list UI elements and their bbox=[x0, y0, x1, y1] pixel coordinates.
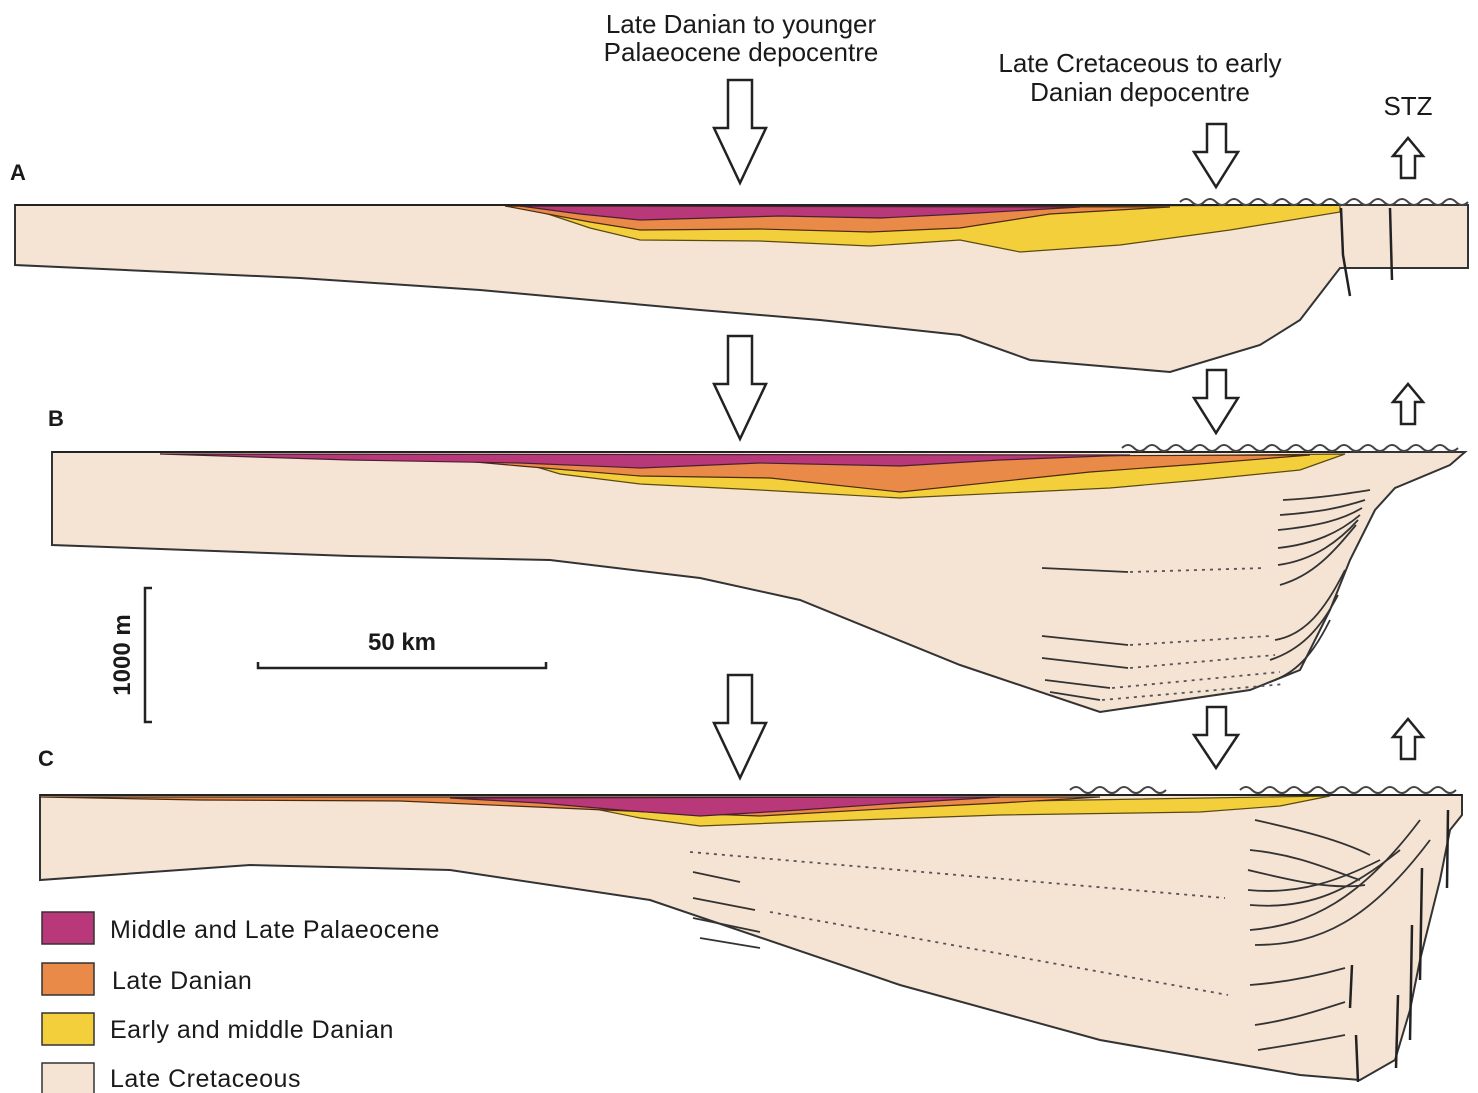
stz-label: STZ bbox=[1383, 91, 1432, 121]
legend-swatch-late-cretaceous bbox=[42, 1063, 94, 1093]
young-depocentre-label-line2: Palaeocene depocentre bbox=[604, 37, 879, 67]
down-arrow-icon bbox=[1194, 707, 1238, 768]
unconformity-wave bbox=[1240, 787, 1456, 793]
unconformity-wave bbox=[1122, 445, 1458, 451]
up-arrow-icon bbox=[1393, 138, 1423, 178]
section-b bbox=[52, 445, 1465, 712]
down-arrow-icon bbox=[714, 675, 766, 778]
down-arrow-icon bbox=[714, 336, 766, 439]
legend-swatch-late-danian bbox=[42, 963, 94, 995]
fault-line bbox=[1447, 810, 1448, 888]
unconformity-wave bbox=[1070, 787, 1166, 793]
horizontal-scale-bar: 50 km bbox=[258, 629, 546, 668]
vertical-scale-label: 1000 m bbox=[109, 614, 136, 695]
up-arrow-icon bbox=[1393, 384, 1423, 424]
panel-b-label: B bbox=[48, 406, 64, 431]
old-depocentre-label-line2: Danian depocentre bbox=[1030, 77, 1250, 107]
legend-label-early-middle-danian: Early and middle Danian bbox=[110, 1016, 394, 1044]
down-arrow-icon bbox=[714, 80, 766, 183]
horizontal-scale-label: 50 km bbox=[368, 629, 436, 656]
panel-a-label: A bbox=[10, 160, 26, 185]
late-cretaceous-layer bbox=[52, 452, 1465, 712]
up-arrow-icon bbox=[1393, 719, 1423, 759]
legend-label-middle-late-palaeocene: Middle and Late Palaeocene bbox=[110, 916, 440, 944]
legend-label-late-cretaceous: Late Cretaceous bbox=[110, 1065, 301, 1093]
down-arrow-icon bbox=[1194, 370, 1238, 433]
young-depocentre-label-line1: Late Danian to younger bbox=[606, 9, 877, 39]
panel-c-label: C bbox=[38, 746, 54, 771]
legend-swatch-early-middle-danian bbox=[42, 1013, 94, 1045]
legend-swatch-middle-late-palaeocene bbox=[42, 912, 94, 944]
reflector-line bbox=[700, 938, 760, 948]
legend: Middle and Late Palaeocene Late Danian E… bbox=[42, 912, 440, 1093]
legend-label-late-danian: Late Danian bbox=[112, 967, 252, 995]
old-depocentre-label-line1: Late Cretaceous to early bbox=[998, 48, 1281, 78]
down-arrow-icon bbox=[1194, 124, 1238, 187]
vertical-scale-bar: 1000 m bbox=[109, 588, 152, 722]
